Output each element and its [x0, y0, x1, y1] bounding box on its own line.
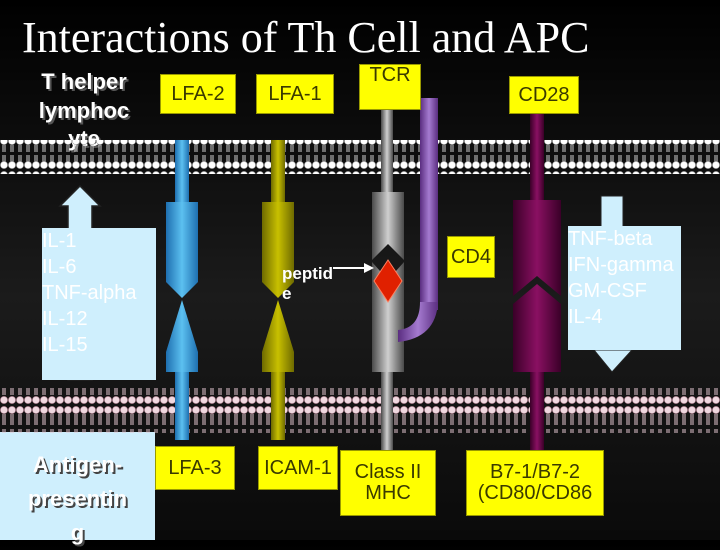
label-mhc: Class II MHC [340, 450, 436, 516]
label-mhc-line-2: MHC [365, 482, 411, 504]
apc-cytokine-item: TNF-alpha [42, 282, 137, 304]
label-b7-line-2: (CD80/CD86 [477, 482, 593, 504]
peptide-label-line-1: peptid [282, 264, 333, 283]
t-helper-label-line-2: lymphoc [38, 97, 130, 123]
tcr-molecule [372, 88, 404, 260]
cd28-molecule [513, 112, 561, 296]
label-icam1: ICAM-1 [258, 446, 338, 490]
lfa3-molecule [166, 300, 198, 440]
cd4-molecule [398, 98, 438, 342]
icam1-molecule [262, 300, 294, 440]
t-cell-cytokine-list: TNF-beta IFN-gamma GM-CSF IL-4 [568, 226, 681, 350]
t-cell-cytokine-item: GM-CSF [568, 280, 647, 302]
apc-cytokine-item: IL-1 [42, 230, 77, 252]
label-cd28: CD28 [509, 76, 579, 114]
apc-background-box [0, 432, 155, 540]
label-lfa3: LFA-3 [155, 446, 235, 490]
apc-label-line-2: presentin [27, 486, 128, 512]
t-cell-cytokine-item: IL-4 [568, 306, 603, 328]
apc-membrane [0, 388, 720, 433]
lfa1-molecule [262, 140, 294, 298]
label-lfa1: LFA-1 [256, 74, 334, 114]
t-cell-cytokine-item: TNF-beta [568, 228, 653, 250]
apc-cytokine-list: IL-1 IL-6 TNF-alpha IL-12 IL-15 [42, 228, 156, 380]
apc-cytokine-item: IL-15 [42, 334, 88, 356]
t-helper-label-line-1: T helper [41, 69, 127, 94]
label-cd4: CD4 [447, 236, 495, 278]
secretion-arrow-down [592, 195, 634, 373]
apc-label-line-1: Antigen- [32, 452, 123, 477]
label-mhc-line-1: Class II [354, 461, 422, 483]
peptide [333, 259, 403, 303]
t-cell-membrane [0, 140, 720, 174]
label-b7-line-1: B7-1/B7-2 [489, 461, 581, 483]
apc-label: Antigen- presentin g [0, 448, 155, 550]
lfa2-molecule [166, 140, 198, 298]
label-b7: B7-1/B7-2 (CD80/CD86 [466, 450, 604, 516]
label-lfa2: LFA-2 [160, 74, 236, 114]
apc-label-line-3: g [70, 520, 85, 546]
peptide-label-line-2: e [282, 284, 292, 304]
apc-cytokine-item: IL-12 [42, 308, 88, 330]
peptide-label: peptid e [282, 264, 348, 305]
apc-cytokine-item: IL-6 [42, 256, 77, 278]
label-tcr: TCR [359, 64, 421, 110]
slide-title: Interactions of Th Cell and APC [22, 13, 590, 62]
t-helper-label: T helper lymphoc yte [10, 68, 158, 154]
t-cell-cytokine-item: IFN-gamma [568, 254, 674, 276]
b7-molecule [513, 284, 561, 452]
